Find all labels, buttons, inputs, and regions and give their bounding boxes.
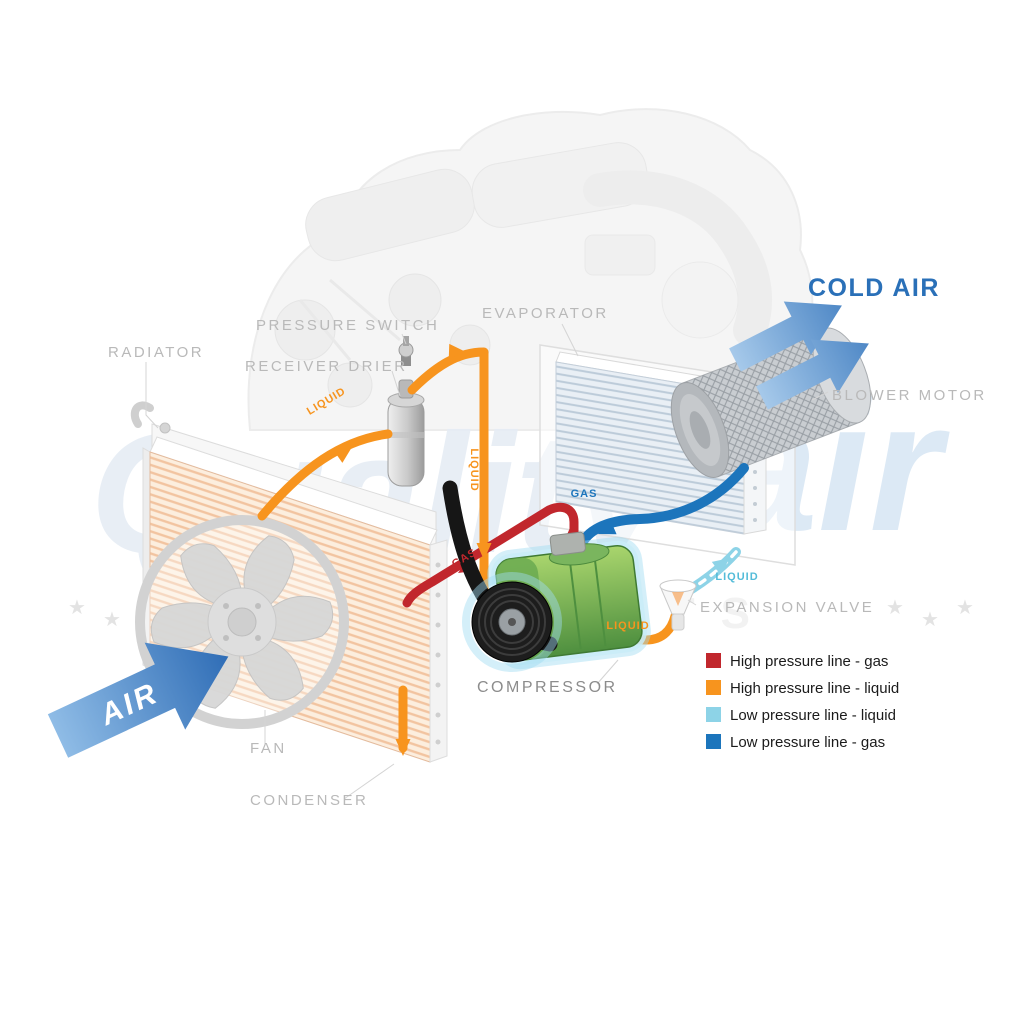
label-fan: FAN <box>250 740 287 757</box>
compressor <box>442 480 651 672</box>
low-pressure-gas-line <box>575 463 749 552</box>
label-expansion-valve: EXPANSION VALVE <box>700 599 874 616</box>
flow-arrow-icon <box>333 447 352 463</box>
engine-illustration <box>247 108 814 431</box>
cold-air-arrows <box>729 301 869 410</box>
legend-swatch <box>706 734 721 749</box>
legend-swatch <box>706 653 721 668</box>
star-icon: ★ <box>956 597 974 619</box>
component-labels: RADIATOR PRESSURE SWITCH RECEIVER DRIER … <box>108 274 987 809</box>
label-evaporator: EVAPORATOR <box>482 305 609 322</box>
gas-line-label: GAS <box>571 488 598 500</box>
label-condenser: CONDENSER <box>250 792 368 809</box>
label-compressor: COMPRESSOR <box>477 679 618 696</box>
flow-arrow-icon <box>711 558 730 575</box>
star-icon: ★ <box>68 597 86 619</box>
expansion-valve <box>659 579 697 631</box>
air-arrow-icon <box>47 642 229 758</box>
star-icon: ★ <box>886 597 904 619</box>
label-radiator: RADIATOR <box>108 344 204 361</box>
liquid-line-label: LIQUID <box>468 448 480 491</box>
label-receiver-drier: RECEIVER DRIER <box>245 358 408 375</box>
label-cold-air: COLD AIR <box>808 274 940 302</box>
star-icon: ★ <box>103 609 121 631</box>
cold-air-arrow-icon <box>729 301 842 372</box>
flow-arrow-icon <box>448 343 466 359</box>
receiver-drier <box>387 379 425 487</box>
compressor-ports <box>549 531 586 556</box>
star-icon: ★ <box>921 609 939 631</box>
high-pressure-liquid-line <box>257 429 393 521</box>
legend-swatch <box>706 707 721 722</box>
liquid-line-label: LIQUID <box>606 620 649 632</box>
high-pressure-gas-line <box>402 502 579 608</box>
legend-label: Low pressure line - liquid <box>730 707 896 724</box>
flow-arrow-icon <box>395 739 411 756</box>
legend-label: Low pressure line - gas <box>730 734 885 751</box>
label-blower-motor: BLOWER MOTOR <box>832 387 987 404</box>
legend-swatch <box>706 680 721 695</box>
legend-label: High pressure line - liquid <box>730 680 899 697</box>
flow-arrow-icon <box>598 520 617 535</box>
radiator-hose <box>130 401 154 428</box>
label-pressure-switch: PRESSURE SWITCH <box>256 317 439 334</box>
compressor-pulley <box>471 581 553 663</box>
legend-label: High pressure line - gas <box>730 653 888 670</box>
leader-lines <box>145 323 829 800</box>
condenser-end-tank <box>429 539 448 763</box>
liquid-line-label: LIQUID <box>715 571 758 583</box>
flow-arrow-icon <box>476 543 492 560</box>
cold-air-arrow-icon <box>756 339 869 410</box>
pressure-switch <box>398 336 414 366</box>
legend: High pressure line - gas High pressure l… <box>706 653 899 751</box>
